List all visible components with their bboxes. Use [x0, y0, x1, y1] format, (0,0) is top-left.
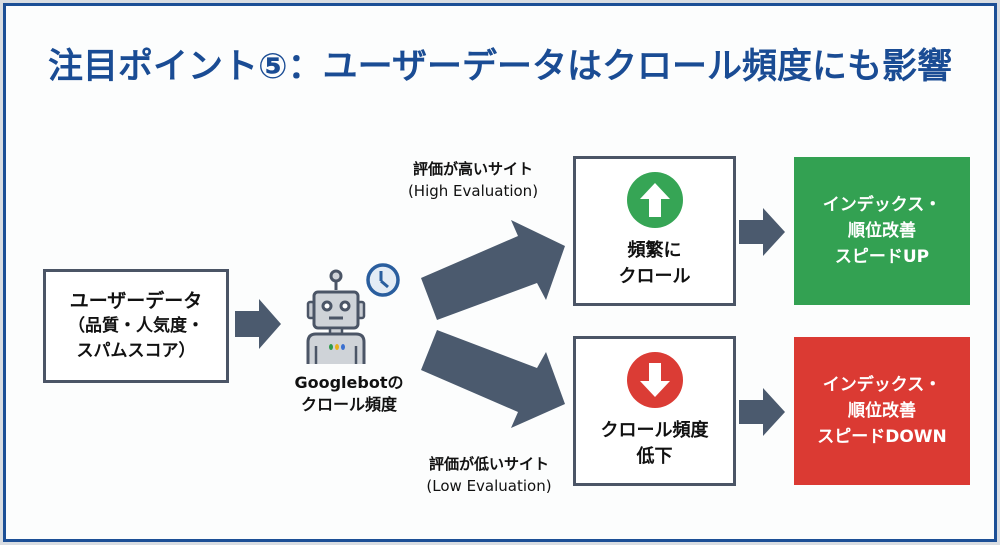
- arrow-up-circle-icon: [626, 172, 683, 228]
- result-down-line: スピードDOWN: [817, 427, 947, 447]
- low-evaluation-label: 評価が低いサイト (Low Evaluation): [394, 453, 584, 497]
- result-speed-up-box: インデックス・ 順位改善 スピードUP: [794, 157, 970, 305]
- user-data-line: （品質・人気度・: [68, 315, 204, 336]
- frequent-crawl-line: クロール: [618, 266, 691, 287]
- user-data-box: ユーザーデータ （品質・人気度・ スパムスコア）: [43, 269, 229, 383]
- arrow-up-diagonal: [421, 220, 565, 320]
- slide-title: 注目ポイント⑤：ユーザーデータはクロール頻度にも影響: [48, 47, 952, 87]
- arrow-to-googlebot: [235, 299, 281, 349]
- googlebot-label-line: クロール頻度: [300, 395, 397, 414]
- arrow-down-circle-icon: [626, 352, 683, 408]
- result-up-line: インデックス・: [822, 195, 942, 215]
- clock-icon: [366, 263, 400, 297]
- reduced-crawl-line: 低下: [636, 446, 673, 467]
- result-up-line: 順位改善: [848, 221, 916, 241]
- reduced-crawl-line: クロール頻度: [600, 420, 709, 441]
- result-speed-down-box: インデックス・ 順位改善 スピードDOWN: [794, 337, 970, 485]
- low-evaluation-label-jp: 評価が低いサイト: [428, 455, 549, 473]
- frequent-crawl-box: 頻繁に クロール: [573, 156, 736, 306]
- googlebot-label-line: Googlebotの: [294, 373, 404, 392]
- user-data-line: スパムスコア）: [76, 340, 196, 361]
- frequent-crawl-line: 頻繁に: [627, 240, 682, 261]
- slide-frame: 注目ポイント⑤：ユーザーデータはクロール頻度にも影響 ユーザーデータ （品質・人…: [3, 3, 997, 542]
- high-evaluation-label-jp: 評価が高いサイト: [412, 160, 533, 178]
- arrow-to-result-down: [739, 388, 785, 436]
- reduced-crawl-box: クロール頻度 低下: [573, 336, 736, 486]
- arrow-to-result-up: [739, 208, 785, 256]
- robot-icon: [306, 269, 366, 364]
- high-evaluation-label: 評価が高いサイト (High Evaluation): [378, 158, 568, 202]
- arrow-down-diagonal: [421, 330, 565, 428]
- high-evaluation-label-en: (High Evaluation): [407, 182, 539, 200]
- result-down-line: 順位改善: [848, 401, 916, 421]
- low-evaluation-label-en: (Low Evaluation): [426, 477, 552, 495]
- result-down-line: インデックス・: [822, 375, 942, 395]
- result-up-line: スピードUP: [834, 247, 930, 267]
- user-data-line: ユーザーデータ: [69, 289, 203, 312]
- googlebot-label: Googlebotの クロール頻度: [274, 372, 424, 416]
